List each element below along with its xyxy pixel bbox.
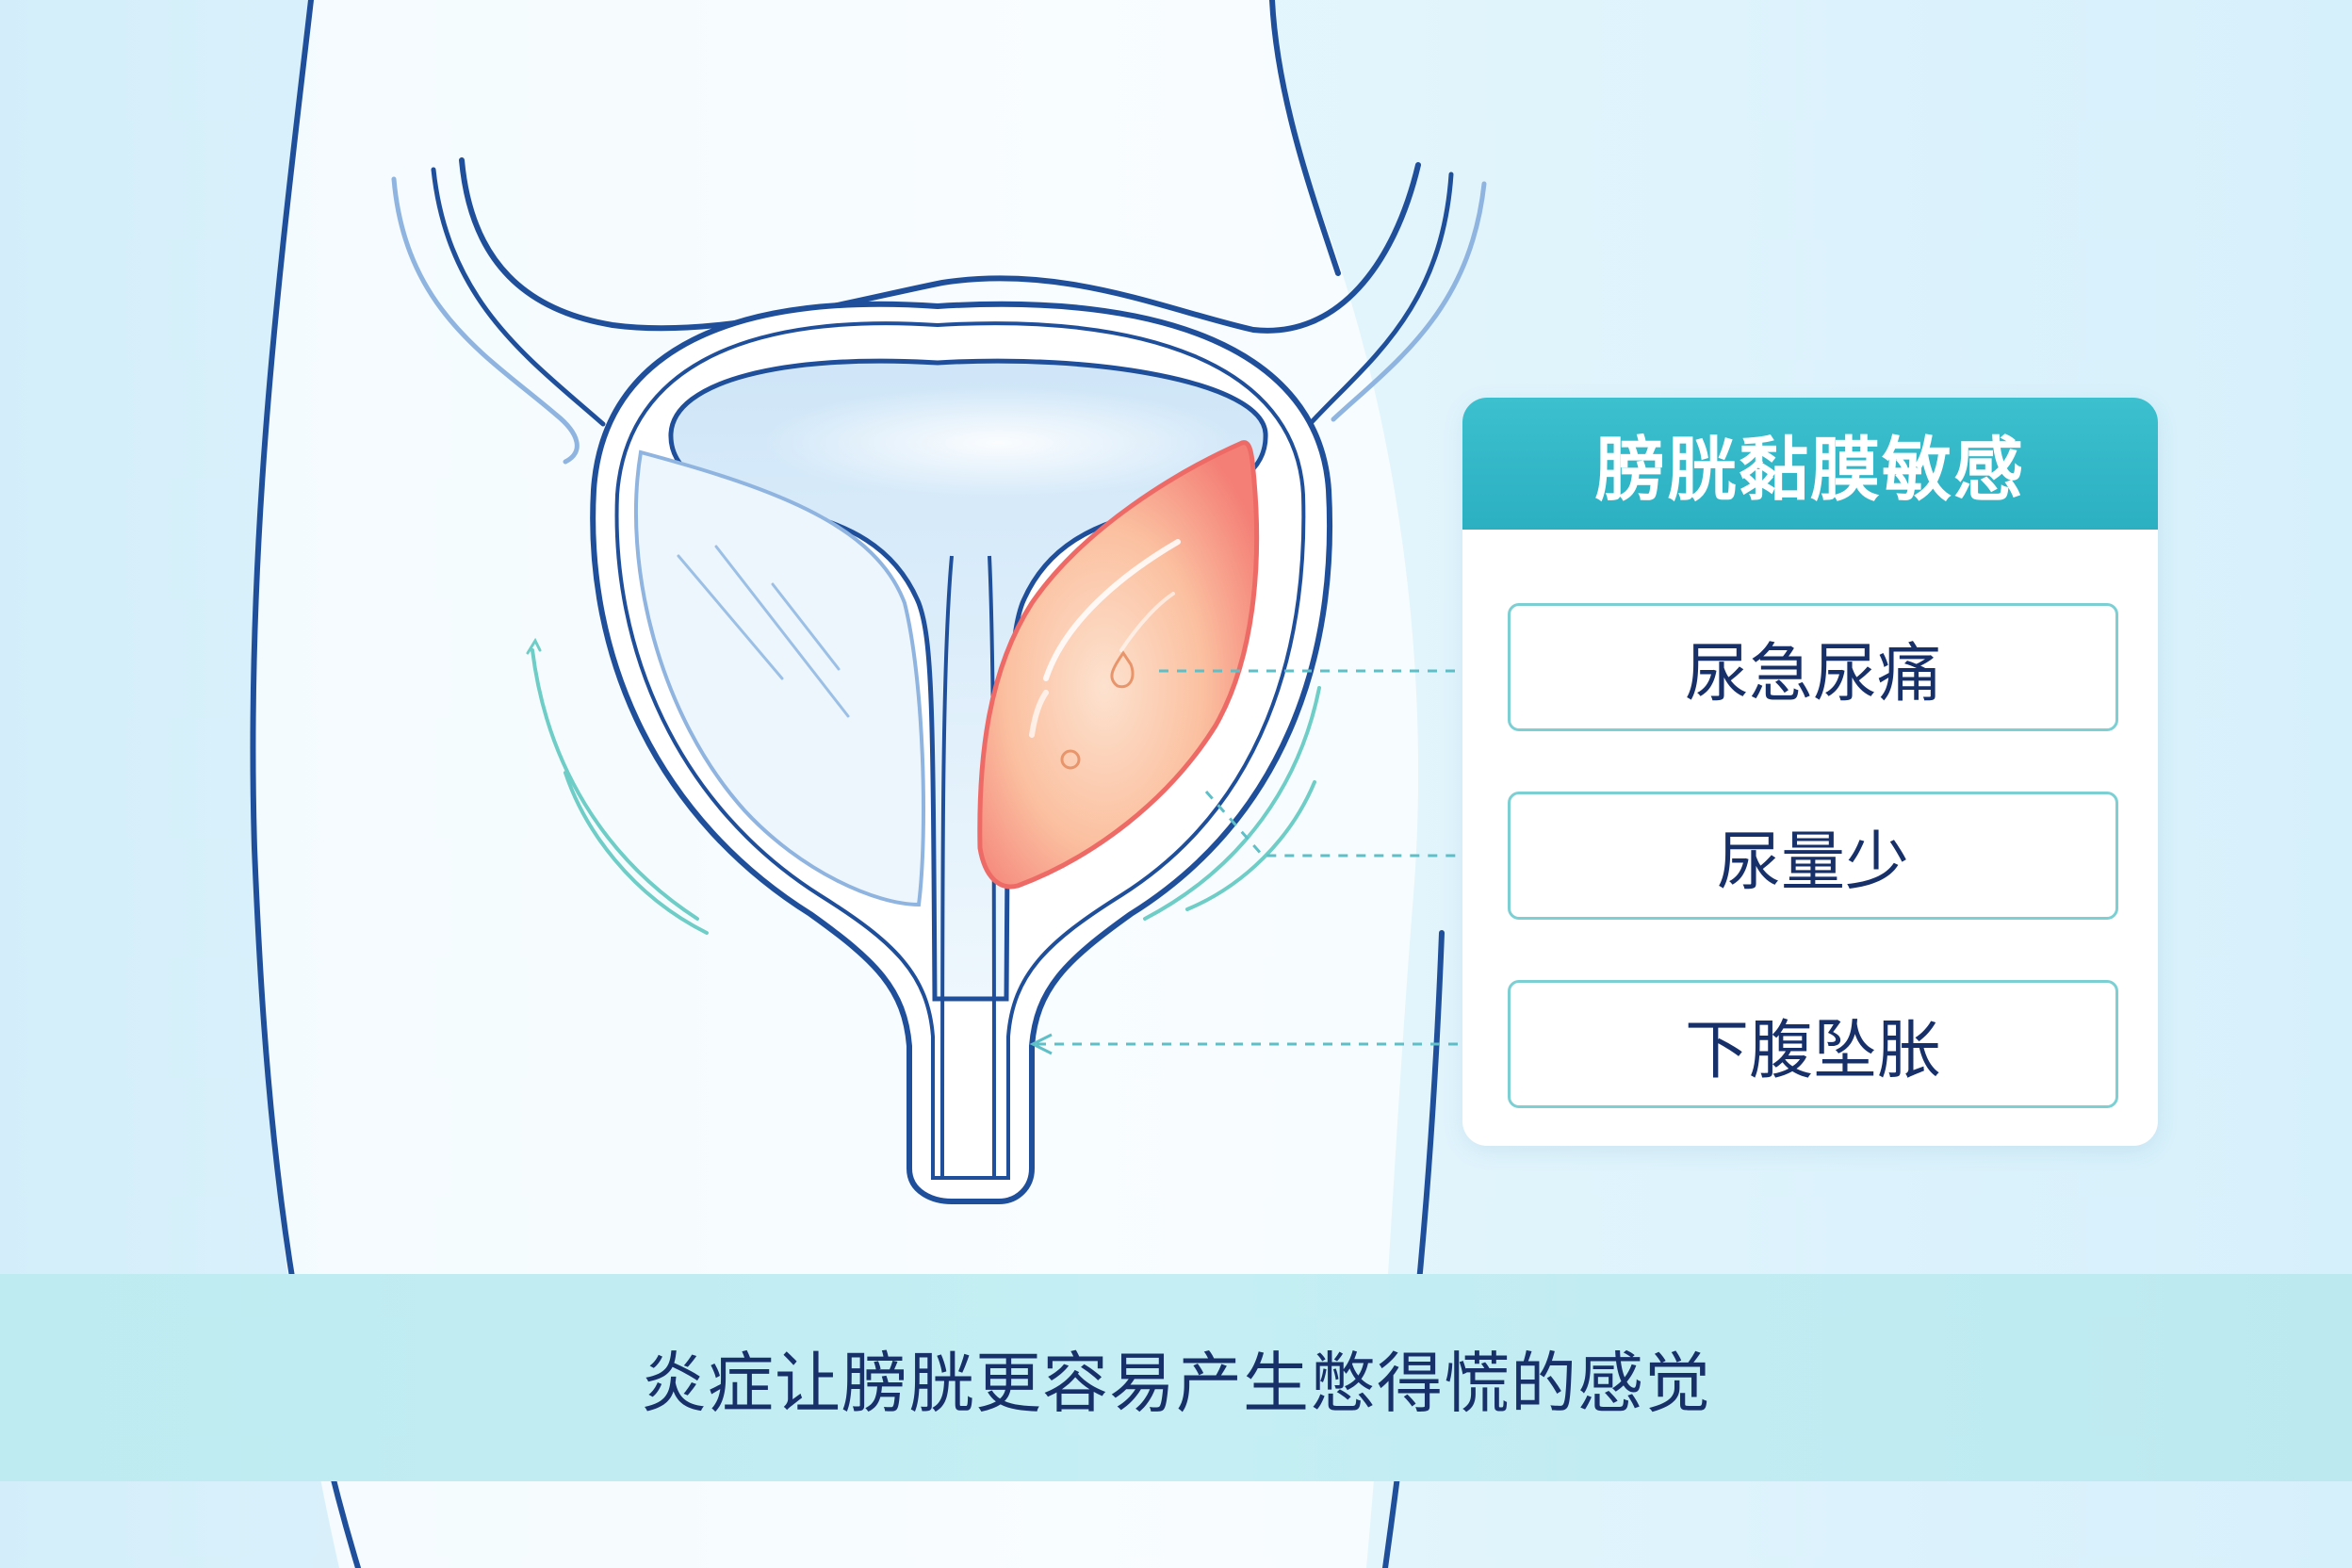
symptom-panel: 膀胱黏膜敏感 尿急尿痛 尿量少 下腹坠胀	[1462, 398, 2158, 1146]
leader-arrow-head	[1029, 1033, 1053, 1055]
left-wall-highlight	[634, 449, 925, 907]
caption-banner: 炎症让膀胱更容易产生憋得慌的感觉	[0, 1274, 2352, 1481]
leader-lines	[1037, 669, 1498, 1046]
panel-header: 膀胱黏膜敏感	[1462, 398, 2158, 530]
symptom-label: 尿急尿痛	[1684, 636, 1941, 711]
inflamed-area	[977, 440, 1260, 890]
motion-arcs	[526, 637, 1321, 935]
panel-title: 膀胱黏膜敏感	[1595, 429, 2025, 511]
caption-text: 炎症让膀胱更容易产生憋得慌的感觉	[641, 1344, 1711, 1422]
symptom-item-urgency-pain: 尿急尿痛	[1508, 603, 2118, 731]
symptom-item-lower-abdomen: 下腹坠胀	[1508, 980, 2118, 1108]
symptom-label: 尿量少	[1716, 825, 1909, 900]
bladder-cavity	[668, 358, 1268, 1179]
symptom-item-low-volume: 尿量少	[1508, 792, 2118, 920]
pelvic-arcs	[391, 157, 1487, 465]
symptom-label: 下腹坠胀	[1684, 1013, 1941, 1088]
